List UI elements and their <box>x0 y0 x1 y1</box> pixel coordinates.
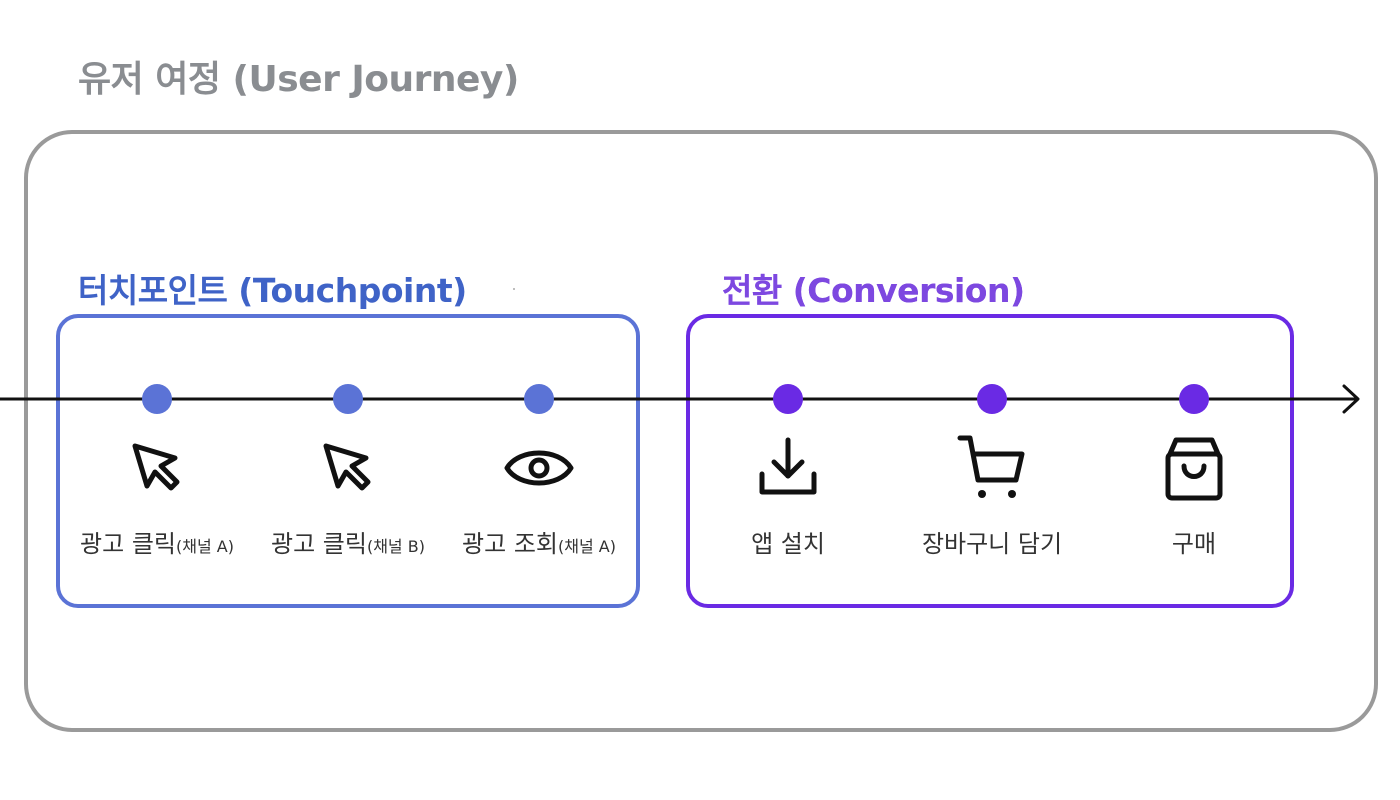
touchpoint-step-2: 광고 클릭(채널 B) <box>238 384 458 559</box>
timeline-dot <box>333 384 363 414</box>
download-icon <box>759 437 817 495</box>
arrow-head-icon <box>1342 384 1360 414</box>
journey-frame <box>24 130 1378 732</box>
page-title: 유저 여정 (User Journey) <box>78 59 519 100</box>
timeline-dot <box>1179 384 1209 414</box>
timeline-dot <box>977 384 1007 414</box>
cursor-icon <box>132 443 180 491</box>
step-label: 앱 설치 <box>751 530 825 558</box>
conversion-step-2: 장바구니 담기 <box>882 384 1102 559</box>
timeline-dot <box>524 384 554 414</box>
timeline-dot <box>773 384 803 414</box>
conversion-title: 전환 (Conversion) <box>722 264 1025 312</box>
step-label: 구매 <box>1171 530 1217 558</box>
step-label: 광고 조회(채널 A) <box>462 530 616 558</box>
cursor-icon <box>323 443 371 491</box>
conversion-group-box <box>686 314 1294 608</box>
stray-dot <box>513 288 515 290</box>
touchpoint-step-3: 광고 조회(채널 A) <box>429 384 649 559</box>
touchpoint-step-1: 광고 클릭(채널 A) <box>47 384 267 559</box>
conversion-step-3: 구매 <box>1084 384 1304 559</box>
touchpoint-title: 터치포인트 (Touchpoint) <box>78 271 467 310</box>
step-label: 광고 클릭(채널 B) <box>271 530 425 558</box>
shopping-bag-icon <box>1165 437 1223 501</box>
touchpoint-group-box <box>56 314 640 608</box>
eye-icon <box>504 450 574 486</box>
cart-icon <box>957 435 1025 498</box>
timeline-dot <box>142 384 172 414</box>
timeline-arrow <box>0 384 1360 414</box>
step-label: 장바구니 담기 <box>921 530 1063 558</box>
step-label: 광고 클릭(채널 A) <box>80 530 234 558</box>
conversion-step-1: 앱 설치 <box>678 384 898 559</box>
